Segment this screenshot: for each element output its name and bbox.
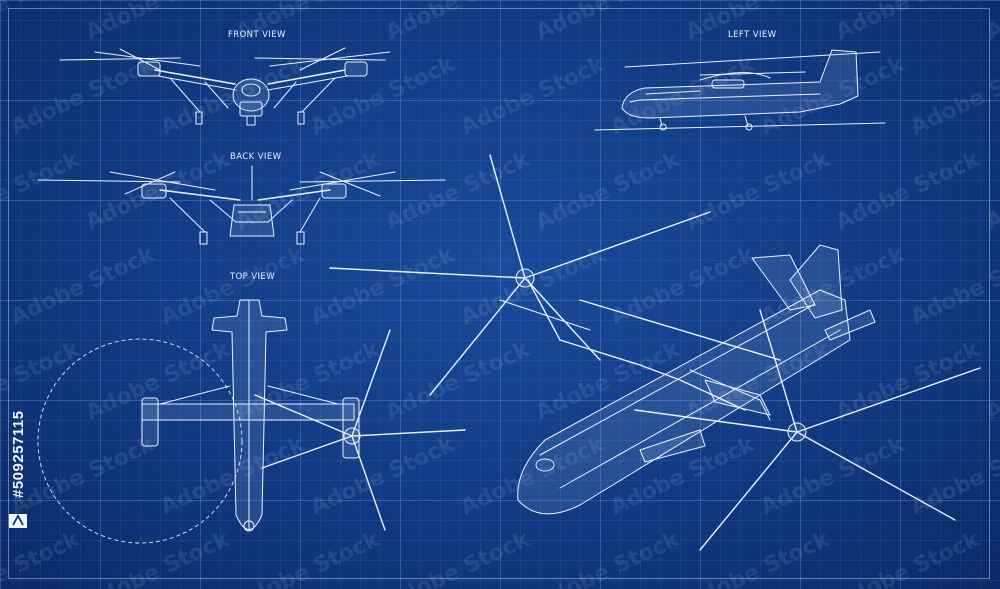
top-view-label: TOP VIEW <box>230 272 276 282</box>
top-view-drawing <box>37 299 466 544</box>
adobe-stock-logo-icon <box>9 514 27 528</box>
stock-id: #509257115 <box>10 410 27 498</box>
back-view-drawing <box>37 165 446 245</box>
left-view-label: LEFT VIEW <box>728 30 777 40</box>
stock-id-strip: #509257115 <box>6 360 34 500</box>
left-view-drawing <box>594 49 886 131</box>
perspective-view-drawing <box>329 154 981 551</box>
sheet-border <box>8 8 990 579</box>
front-view-drawing <box>59 47 391 126</box>
front-view-label: FRONT VIEW <box>228 30 286 40</box>
back-view-label: BACK VIEW <box>230 152 282 162</box>
